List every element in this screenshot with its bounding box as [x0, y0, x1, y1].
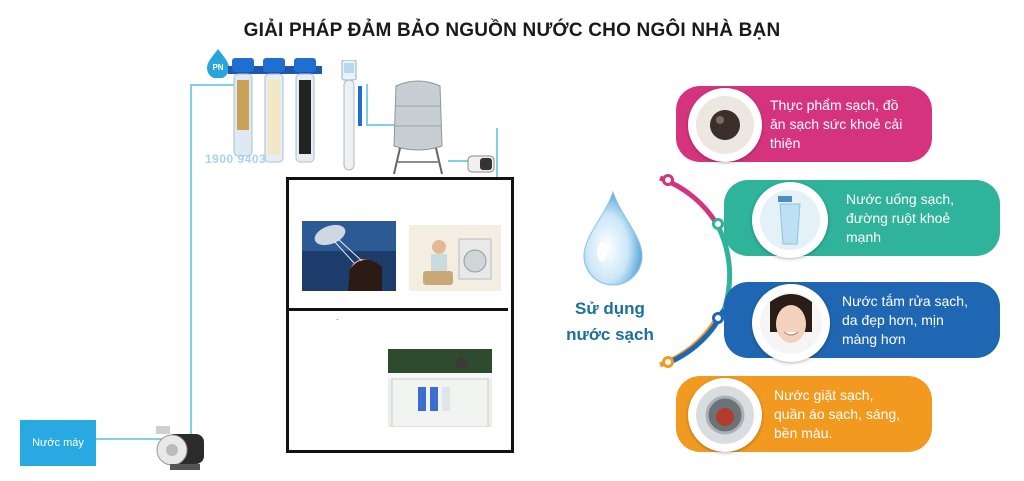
shower-photo: [302, 221, 396, 291]
tap-water-box: Nước máy: [20, 420, 96, 466]
benefit-text-line: ăn sạch sức khoẻ cải: [770, 116, 903, 132]
pipe-segment: [366, 124, 394, 126]
glass-photo: [760, 190, 820, 250]
drop-caption-line: nước sạch: [566, 325, 654, 344]
water-tank-icon: [393, 80, 443, 175]
benefit-text-line: Thực phẩm sạch, đồ: [770, 97, 899, 113]
food-photo: [696, 96, 754, 154]
pipe-segment: [448, 160, 470, 162]
hotline-number: 1900 9403: [205, 152, 267, 166]
brand-logo: PN: [207, 49, 229, 78]
laundry-photo: [409, 225, 501, 291]
brand-logo-text: PN: [212, 63, 223, 72]
benefit-card-text: Thực phẩm sạch, đồ ăn sạch sức khoẻ cải …: [770, 96, 920, 153]
page-title: GIẢI PHÁP ĐẢM BẢO NGUỒN NƯỚC CHO NGÔI NH…: [243, 20, 781, 41]
face-photo-disc: [752, 284, 830, 362]
arc-node: [712, 218, 724, 230]
arc-node: [662, 356, 674, 368]
benefit-text-line: Nước uống sạch,: [846, 191, 955, 207]
benefit-text-line: Nước tắm rửa sạch,: [842, 293, 968, 309]
benefit-text-line: quần áo sạch, sáng,: [774, 406, 901, 422]
benefit-text-line: thiện: [770, 135, 801, 151]
washer-photo: [696, 386, 754, 444]
benefit-card-text: Nước tắm rửa sạch, da đẹp hơn, mịn màng …: [842, 292, 988, 349]
booster-pump-icon: [467, 155, 495, 173]
benefit-text-line: Nước giặt sạch,: [774, 387, 874, 403]
benefit-text-line: da đẹp hơn, mịn: [842, 312, 944, 328]
benefit-text-line: màng hơn: [842, 331, 906, 347]
drop-caption-line: Sử dụng: [575, 299, 645, 318]
pipe-segment: [96, 438, 166, 440]
face-photo: [760, 292, 822, 354]
pipe-segment: [496, 128, 498, 178]
pipe-segment: [190, 84, 238, 86]
pipe-segment: [190, 84, 192, 444]
water-pump-icon: [156, 426, 204, 470]
kitchen-photo: [388, 349, 492, 427]
pipe-segment: [366, 84, 368, 126]
washer-photo-disc: [688, 378, 762, 452]
benefit-text-line: bền màu.: [774, 425, 833, 441]
uv-sterilizer-icon: [341, 60, 362, 171]
food-photo-disc: [688, 88, 762, 162]
arc-node: [662, 174, 674, 186]
benefit-card-text: Nước uống sạch, đường ruột khoẻ mạnh: [846, 190, 988, 247]
house-dot: .: [336, 312, 339, 322]
benefit-card-text: Nước giặt sạch, quần áo sạch, sáng, bền …: [774, 386, 920, 443]
benefit-text-line: mạnh: [846, 229, 882, 245]
arc-node: [712, 312, 724, 324]
filter-housing-icon: [228, 58, 322, 163]
benefit-text-line: đường ruột khoẻ: [846, 210, 951, 226]
water-drop-icon: [583, 190, 643, 286]
glass-photo-disc: [752, 182, 828, 258]
drop-caption: Sử dụng nước sạch: [555, 296, 665, 348]
house-floor-divider: [289, 308, 508, 311]
